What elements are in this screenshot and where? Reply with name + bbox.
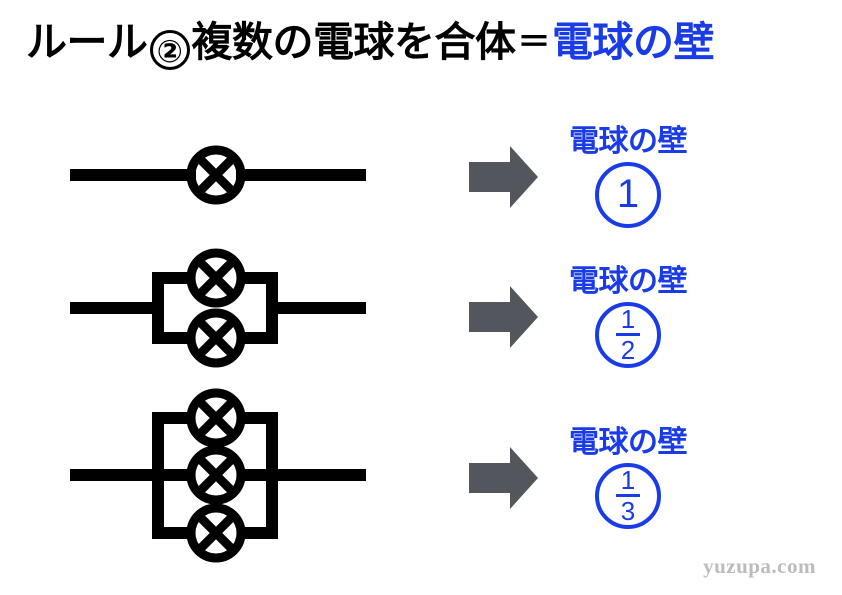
rail-right-row2	[266, 272, 278, 344]
lamp-icon-row3-3	[186, 503, 246, 563]
wire-right-row1	[236, 169, 366, 181]
result-fraction-row2: 1 2	[615, 306, 641, 365]
wire-left-row1	[70, 169, 196, 181]
result-caption-row3: 電球の壁	[569, 426, 688, 459]
lamp-icon-row3-2	[186, 445, 246, 505]
result-badge-row2: 1 2	[595, 301, 661, 368]
result-value-row1: 1	[616, 171, 640, 216]
result-denominator-row2: 2	[620, 335, 636, 365]
result-block-row1: 電球の壁 1	[528, 126, 728, 228]
lamp-icon-row2-1	[186, 248, 246, 308]
right-arrow-icon-row1	[469, 146, 538, 208]
rail-left-row3	[152, 412, 164, 539]
title-circled-number-2: ②	[149, 30, 190, 70]
title-middle: 複数の電球を合体	[191, 19, 517, 65]
result-caption-row1: 電球の壁	[569, 125, 688, 158]
result-block-row3: 電球の壁 1 3	[528, 427, 728, 529]
result-denominator-row3: 3	[620, 496, 636, 526]
watermark: yuzupa.com	[703, 554, 816, 578]
result-fraction-row3: 1 3	[615, 467, 641, 526]
wire-left-row3	[70, 469, 158, 481]
lamp-icon-row3-1	[186, 388, 246, 448]
title-highlight: 電球の壁	[552, 19, 715, 65]
lamp-icon-row2-2	[186, 308, 246, 368]
circuit-row-1	[70, 145, 366, 205]
title-prefix: ルール	[26, 19, 148, 65]
wire-left-row2	[70, 302, 158, 314]
rail-right-row3	[266, 412, 278, 539]
wire-right-row2	[272, 302, 366, 314]
circuit-row-2	[70, 248, 366, 368]
right-arrow-icon-row2	[469, 286, 538, 348]
rail-left-row2	[152, 272, 164, 344]
result-badge-row3: 1 3	[595, 462, 661, 529]
result-block-row2: 電球の壁 1 2	[528, 266, 728, 368]
lamp-icon-row1-1	[186, 145, 246, 205]
result-badge-row1: 1	[595, 161, 661, 228]
title-equals-sign: ＝	[517, 23, 551, 60]
result-caption-row2: 電球の壁	[569, 265, 688, 298]
wire-right-row3	[272, 469, 366, 481]
result-numerator-row2: 1	[615, 306, 641, 336]
right-arrow-icon-row3	[469, 447, 538, 509]
circuit-row-3	[70, 388, 366, 563]
result-numerator-row3: 1	[615, 467, 641, 497]
